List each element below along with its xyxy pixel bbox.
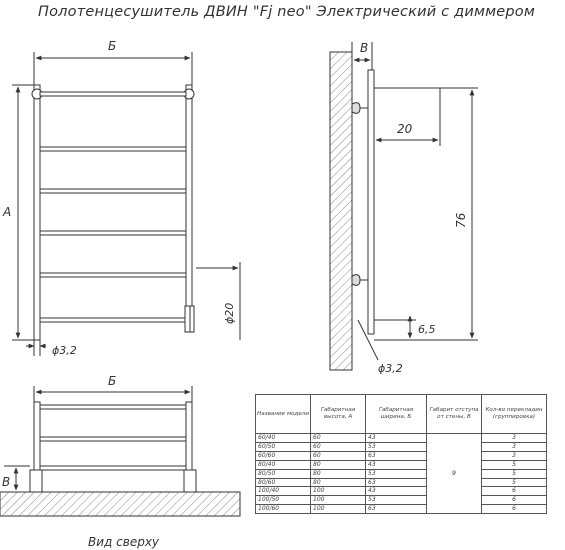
front-height-label: A <box>2 205 11 219</box>
side-offset-label: B <box>360 41 368 55</box>
cell-bars: 3 <box>481 433 547 443</box>
dimensions-table: Название модели Габаритная высота, А Габ… <box>255 394 547 515</box>
front-pipe-diameter-label: ϕ3,2 <box>52 344 77 357</box>
cell-bars: 6 <box>481 495 547 506</box>
cell-height: 100 <box>310 495 366 506</box>
side-diameter-label: ϕ3,2 <box>378 362 403 375</box>
cell-height: 80 <box>310 459 366 470</box>
wall-bracket <box>351 274 361 286</box>
heater-diameter-label: ϕ20 <box>223 303 236 324</box>
cell-model: 60/50 <box>255 441 311 452</box>
cell-width: 53 <box>365 495 427 506</box>
crossbar <box>39 146 187 152</box>
cell-bars: 6 <box>481 504 547 515</box>
cell-model: 100/50 <box>255 495 311 506</box>
cell-model: 80/60 <box>255 477 311 488</box>
cell-width: 63 <box>365 477 427 488</box>
cell-model: 80/40 <box>255 459 311 470</box>
crossbar <box>39 317 187 323</box>
cell-width: 63 <box>365 450 427 461</box>
header-height: Габаритная высота, А <box>310 394 366 434</box>
top-view <box>0 386 241 517</box>
cell-model: 100/60 <box>255 504 311 515</box>
cell-height: 80 <box>310 477 366 488</box>
side-view <box>329 42 478 371</box>
front-view <box>12 52 241 356</box>
crossbar <box>39 230 187 236</box>
side-rail <box>367 69 375 335</box>
cell-height: 80 <box>310 468 366 479</box>
crossbar <box>39 91 187 97</box>
cell-bars: 5 <box>481 477 547 488</box>
cell-bars: 3 <box>481 450 547 461</box>
side-mount-label: 76 <box>454 212 468 228</box>
cell-width: 53 <box>365 441 427 452</box>
cell-model: 100/40 <box>255 486 311 497</box>
crossbar <box>39 188 187 194</box>
drawing-title: Полотенцесушитель ДВИН "Fj neo" Электрич… <box>38 4 535 20</box>
cell-model: 80/50 <box>255 468 311 479</box>
table-header-row: Название модели Габаритная высота, А Габ… <box>255 394 547 434</box>
front-width-label: Б <box>108 39 116 53</box>
cell-width: 63 <box>365 504 427 515</box>
top-offset-label: B <box>2 475 10 489</box>
side-depth-label: 20 <box>397 122 413 136</box>
cell-height: 60 <box>310 433 366 443</box>
cell-height: 60 <box>310 441 366 452</box>
header-offset: Габарит отступа от стены, В <box>426 394 482 434</box>
cell-height: 100 <box>310 504 366 515</box>
cell-bars: 5 <box>481 468 547 479</box>
cell-width: 43 <box>365 486 427 497</box>
crossbar <box>39 272 187 278</box>
cell-width: 43 <box>365 459 427 470</box>
cell-offset: 9 <box>426 432 482 515</box>
side-bottom-label: 6,5 <box>418 323 436 336</box>
cell-bars: 5 <box>481 459 547 470</box>
cell-width: 43 <box>365 433 427 443</box>
cell-height: 100 <box>310 486 366 497</box>
cell-bars: 6 <box>481 486 547 497</box>
left-rail <box>33 84 41 341</box>
cell-width: 53 <box>365 468 427 479</box>
cell-model: 60/40 <box>255 433 311 443</box>
top-wall-section <box>0 491 241 517</box>
header-model: Название модели <box>255 394 311 434</box>
cell-model: 60/60 <box>255 450 311 461</box>
right-rail <box>185 84 193 312</box>
top-view-caption: Вид сверху <box>88 535 160 549</box>
header-bars: Кол-во перекладин (группировка) <box>481 394 547 434</box>
top-width-label: Б <box>108 374 116 388</box>
wall-bracket <box>351 102 361 114</box>
wall-section <box>329 51 353 371</box>
cell-bars: 3 <box>481 441 547 452</box>
header-width: Габаритная ширина, Б <box>365 394 427 434</box>
cell-height: 60 <box>310 450 366 461</box>
